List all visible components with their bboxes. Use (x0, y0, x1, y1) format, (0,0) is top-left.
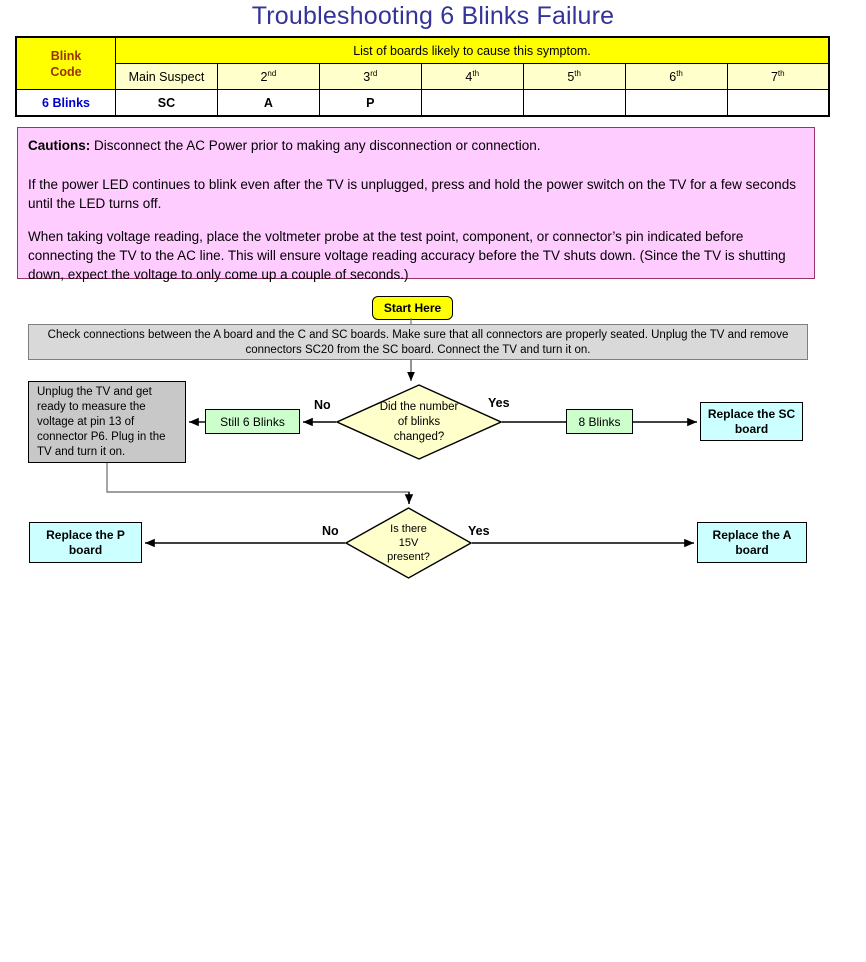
node-still-6-blinks: Still 6 Blinks (205, 409, 300, 434)
decision-blinks-changed: Did the number of blinks changed? (336, 384, 502, 460)
row-cell-7th (726, 89, 830, 117)
node-replace-p-board: Replace the P board (29, 522, 142, 563)
row-cell-5th (522, 89, 626, 117)
column-header-2nd-sup: nd (267, 68, 277, 78)
row-cell-3rd: P (318, 89, 422, 117)
row-cell-6th (624, 89, 728, 117)
column-header-6th-sup: th (676, 68, 683, 78)
edge-label-no-blinks-changed: No (314, 398, 331, 412)
column-header-2nd: 2nd (216, 63, 320, 90)
column-header-main-suspect: Main Suspect (115, 63, 218, 90)
cautions-label: Cautions: (28, 138, 91, 153)
column-header-6th: 6th (624, 63, 728, 90)
column-header-5th: 5th (522, 63, 626, 90)
page-title: Troubleshooting 6 Blinks Failure (251, 2, 615, 30)
node-replace-sc-board: Replace the SC board (700, 402, 803, 441)
column-header-7th-sup: th (777, 68, 785, 78)
cautions-panel: Cautions: Disconnect the AC Power prior … (17, 127, 815, 282)
list-of-boards-header: List of boards likely to cause this symp… (115, 36, 830, 64)
diamond-shape-15v (345, 507, 472, 579)
cautions-lead-text: Disconnect the AC Power prior to making … (90, 138, 541, 153)
blink-code-table: Blink Code List of boards likely to caus… (15, 36, 830, 117)
node-8-blinks: 8 Blinks (566, 409, 633, 434)
node-unplug-and-measure: Unplug the TV and get ready to measure t… (28, 381, 186, 463)
edge-label-yes-15v: Yes (468, 524, 490, 538)
column-header-5th-sup: th (574, 68, 581, 78)
column-header-4th-sup: th (472, 68, 480, 78)
column-header-2nd-label: 2 (260, 70, 268, 85)
column-header-7th: 7th (726, 63, 830, 90)
column-header-4th-label: 4 (465, 70, 473, 85)
table-header-row: Blink Code List of boards likely to caus… (15, 36, 830, 90)
decision-15v-present: Is there 15V present? (345, 507, 472, 579)
blink-code-header: Blink Code (15, 36, 116, 90)
column-header-main-suspect-label: Main Suspect (128, 69, 205, 84)
column-header-3rd-sup: rd (370, 68, 378, 78)
row-cell-2nd: A (216, 89, 320, 117)
diamond-shape-blinks (336, 384, 502, 460)
table-row: 6 Blinks SC A P (15, 89, 830, 117)
blink-code-header-line2: Code (50, 64, 82, 79)
blink-code-header-line1: Blink (50, 48, 82, 63)
edge-label-no-15v: No (322, 524, 339, 538)
column-header-6th-label: 6 (669, 70, 677, 85)
cautions-lead-paragraph: Cautions: Disconnect the AC Power prior … (28, 136, 804, 155)
column-header-7th-label: 7 (770, 70, 778, 85)
node-replace-a-board: Replace the A board (697, 522, 807, 563)
row-cell-main-suspect: SC (115, 89, 218, 117)
start-here-button[interactable]: Start Here (372, 296, 453, 320)
cautions-paragraph-2: If the power LED continues to blink even… (28, 177, 796, 211)
edge-label-yes-blinks-changed: Yes (488, 396, 510, 410)
column-header-4th: 4th (420, 63, 524, 90)
column-header-5th-label: 5 (567, 70, 575, 85)
row-blink-code: 6 Blinks (15, 89, 116, 117)
table-subheader-row: Main Suspect 2nd 3rd 4th 5th 6th 7th (16, 63, 830, 90)
column-header-3rd-label: 3 (363, 70, 371, 85)
cautions-paragraph-3: When taking voltage reading, place the v… (28, 229, 786, 282)
row-cell-4th (420, 89, 524, 117)
column-header-3rd: 3rd (318, 63, 422, 90)
check-connections-instruction: Check connections between the A board an… (28, 324, 808, 360)
